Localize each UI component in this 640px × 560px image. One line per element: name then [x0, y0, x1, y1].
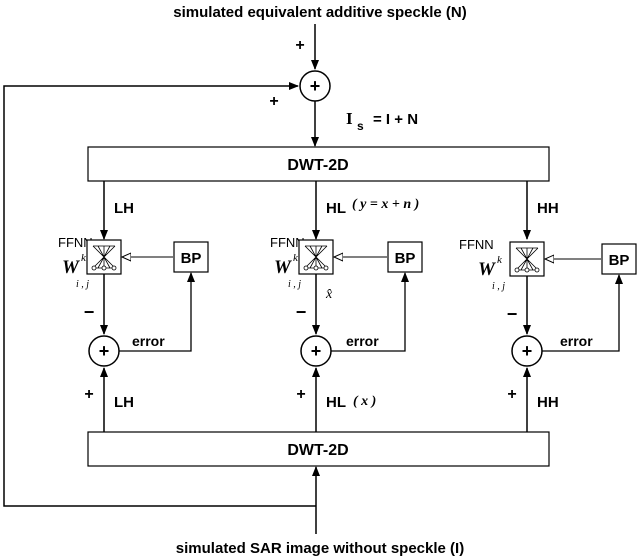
x-hat-label: x̂ — [325, 287, 333, 302]
plus-sign-bottom-1: + — [84, 386, 93, 403]
dwt-top-label: DWT-2D — [287, 157, 348, 174]
summing-node-3: + — [511, 335, 543, 367]
hh-bottom-label: HH — [537, 394, 559, 411]
weight-w-1: W — [62, 257, 80, 278]
neural-net-icon-1 — [86, 239, 122, 275]
feedback-loop-line — [3, 82, 316, 507]
hl-bottom-equation: ( x ) — [353, 394, 376, 409]
svg-text:i , j: i , j — [492, 281, 505, 292]
svg-text:k: k — [497, 254, 503, 266]
ffnn-label-3: FFNN — [459, 237, 494, 252]
svg-text:k: k — [293, 252, 299, 264]
svg-text:i , j: i , j — [76, 279, 89, 290]
minus-sign-3: − — [507, 304, 518, 324]
minus-sign-1: − — [84, 302, 95, 322]
top-summing-node: + — [299, 70, 331, 102]
bp-label-2: BP — [395, 250, 416, 267]
equation-is: I s = I + N — [346, 109, 418, 133]
summing-node-1: + — [88, 335, 120, 367]
neural-net-icon-2 — [298, 239, 334, 275]
hl-top-equation: ( y = x + n ) — [352, 197, 419, 212]
dwt-top-box: DWT-2D — [87, 146, 550, 182]
branch-hh: HH FFNN W k i , j BP − + error + HH — [459, 181, 637, 432]
dwt-bottom-label: DWT-2D — [287, 442, 348, 459]
ffnn-label-1: FFNN — [58, 235, 93, 250]
svg-text:s: s — [357, 119, 364, 133]
plus-sign-bottom-3: + — [507, 386, 516, 403]
error-line-1 — [119, 272, 195, 352]
top-sum-symbol: + — [310, 76, 321, 96]
branch-lh: LH FFNN W k i , j BP − + error + LH — [58, 181, 209, 432]
ffnn-label-2: FFNN — [270, 235, 305, 250]
plus-sign-bottom-2: + — [296, 386, 305, 403]
lh-bottom-label: LH — [114, 394, 134, 411]
hh-top-label: HH — [537, 200, 559, 217]
dwt-bottom-box: DWT-2D — [87, 431, 550, 467]
error-line-3 — [542, 274, 623, 352]
weight-w-3: W — [478, 259, 496, 280]
bp-box-2: BP — [387, 241, 423, 273]
hl-bottom-label: HL — [326, 394, 346, 411]
svg-text:+: + — [522, 341, 533, 361]
error-line-2 — [331, 272, 409, 352]
bp-label-3: BP — [609, 252, 630, 269]
bottom-input-label: simulated SAR image without speckle (I) — [176, 540, 464, 557]
branch-hl: HL ( y = x + n ) FFNN W k i , j BP x̂ − … — [270, 181, 423, 432]
error-label-1: error — [132, 333, 165, 349]
svg-text:k: k — [81, 252, 87, 264]
left-plus-sign: + — [269, 93, 278, 110]
svg-text:+: + — [311, 341, 322, 361]
svg-text:+: + — [99, 341, 110, 361]
hl-top-label: HL — [326, 200, 346, 217]
weight-w-2: W — [274, 257, 292, 278]
top-input-label: simulated equivalent additive speckle (N… — [173, 4, 466, 21]
bp-label-1: BP — [181, 250, 202, 267]
summing-node-2: + — [300, 335, 332, 367]
error-label-3: error — [560, 333, 593, 349]
error-label-2: error — [346, 333, 379, 349]
neural-net-icon-3 — [509, 241, 545, 277]
bp-box-3: BP — [601, 243, 637, 275]
bp-box-1: BP — [173, 241, 209, 273]
svg-text:= I + N: = I + N — [373, 111, 418, 128]
top-plus-sign: + — [295, 37, 304, 54]
svg-text:I: I — [346, 109, 353, 128]
minus-sign-2: − — [296, 302, 307, 322]
lh-top-label: LH — [114, 200, 134, 217]
svg-text:i , j: i , j — [288, 279, 301, 290]
